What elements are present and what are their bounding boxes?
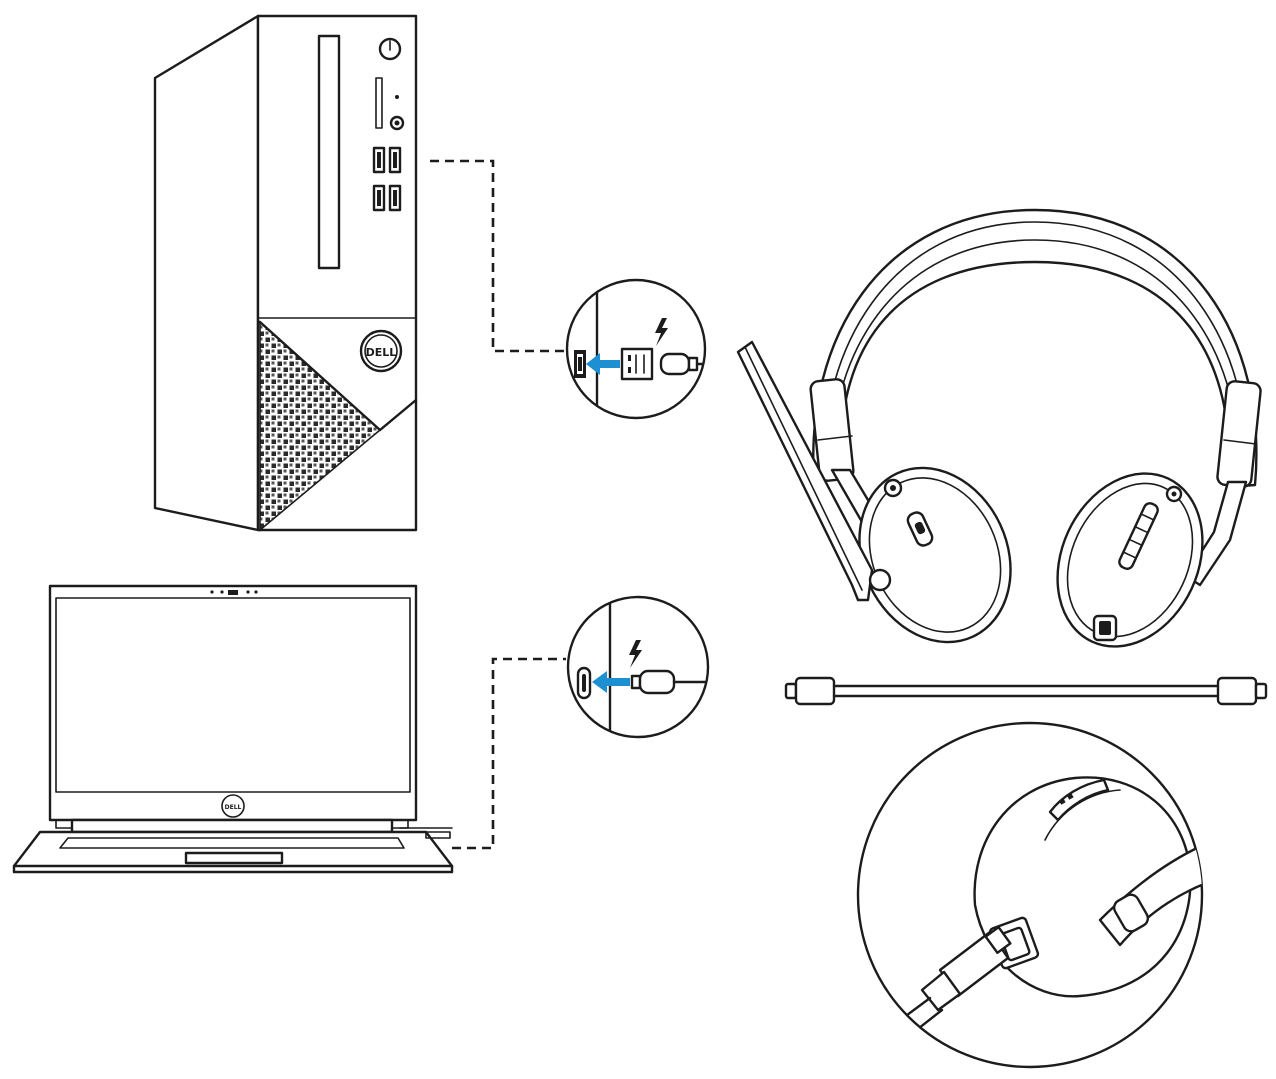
dell-logo-text: DELL — [366, 346, 397, 359]
laptop-dell-logo-text: DELL — [225, 804, 242, 811]
usb-c-to-c-callout-icon — [568, 590, 715, 745]
dell-logo: DELL — [361, 331, 401, 371]
laptop-icon: DELL — [14, 586, 452, 872]
desktop-tower-icon: DELL — [155, 16, 416, 530]
laptop-connection-line — [452, 659, 566, 848]
headset-icon — [738, 210, 1261, 670]
usb-a-to-c-callout-icon — [567, 275, 712, 425]
usb-c-cable-icon — [786, 678, 1266, 704]
headset-charging-port-closeup-icon — [858, 723, 1215, 1067]
desktop-connection-line — [430, 161, 564, 351]
